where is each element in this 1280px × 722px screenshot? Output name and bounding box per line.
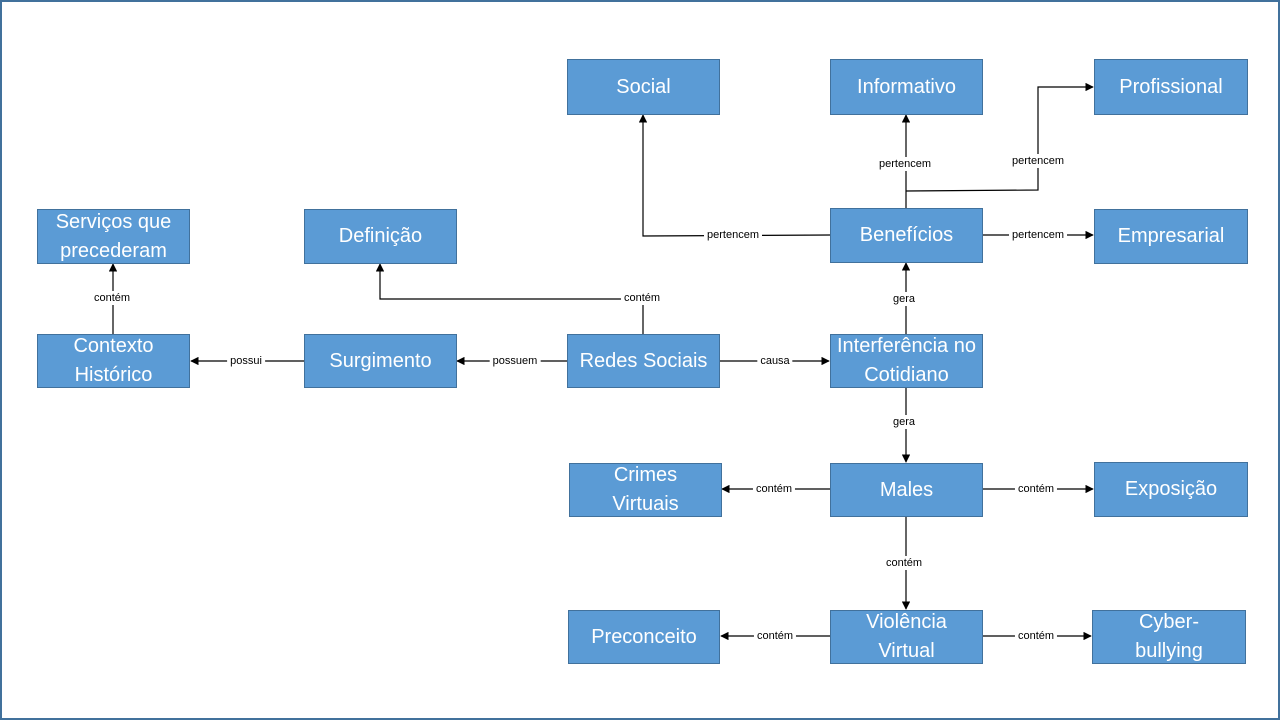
edge-label-redes-interferencia: causa: [757, 354, 793, 368]
node-social: Social: [567, 59, 720, 115]
edge-label-violencia-cyberbullying: contém: [1014, 629, 1058, 643]
node-contexto: Contexto Histórico: [37, 334, 190, 388]
node-interferencia: Interferência no Cotidiano: [830, 334, 983, 388]
edge-label-contexto-servicos: contém: [90, 291, 134, 305]
node-empresarial: Empresarial: [1094, 209, 1248, 264]
node-exposicao: Exposição: [1094, 462, 1248, 517]
node-crimes: Crimes Virtuais: [569, 463, 722, 517]
node-violencia: Violência Virtual: [830, 610, 983, 664]
edge-label-males-crimes: contém: [752, 482, 796, 496]
edge-beneficios-social: [638, 114, 831, 237]
edge-beneficios-profissional: [905, 82, 1094, 192]
edge-label-violencia-preconceito: contém: [753, 629, 797, 643]
edge-label-interferencia-males: gera: [889, 415, 919, 429]
node-preconceito: Preconceito: [568, 610, 720, 664]
edge-label-beneficios-profissional: pertencem: [1009, 154, 1067, 168]
edge-label-surgimento-contexto: possui: [227, 354, 265, 368]
node-servicos: Serviços que precederam: [37, 209, 190, 264]
edge-label-beneficios-informativo: pertencem: [876, 157, 934, 171]
node-males: Males: [830, 463, 983, 517]
node-cyberbullying: Cyber-bullying: [1092, 610, 1246, 664]
edge-label-beneficios-empresarial: pertencem: [1009, 228, 1067, 242]
node-surgimento: Surgimento: [304, 334, 457, 388]
node-informativo: Informativo: [830, 59, 983, 115]
node-beneficios: Benefícios: [830, 208, 983, 263]
edge-label-males-violencia: contém: [882, 556, 926, 570]
edge-label-interferencia-beneficios: gera: [889, 292, 919, 306]
edge-label-redes-definicao: contém: [620, 291, 664, 305]
node-profissional: Profissional: [1094, 59, 1248, 115]
node-redes: Redes Sociais: [567, 334, 720, 388]
edge-label-redes-surgimento: possuem: [489, 354, 541, 368]
edge-label-males-exposicao: contém: [1014, 482, 1058, 496]
node-definicao: Definição: [304, 209, 457, 264]
edge-redes-definicao: [375, 263, 644, 334]
edge-label-beneficios-social: pertencem: [704, 228, 762, 242]
